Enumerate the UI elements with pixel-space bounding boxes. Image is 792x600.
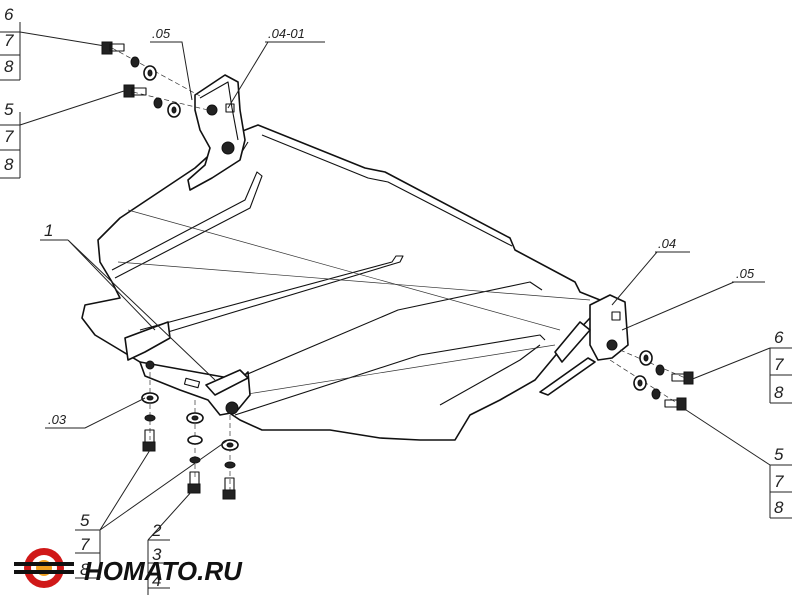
callout-bottom-mid-1: 2 (151, 521, 162, 540)
callout-right-b-3: 8 (774, 498, 784, 517)
callout-right-a-3: 8 (774, 383, 784, 402)
callout-right-b-1: 5 (774, 445, 784, 464)
callout-guard-1: 1 (44, 221, 53, 240)
callout-right-b-2: 7 (774, 472, 784, 491)
callout-top-left-a-2: 7 (4, 31, 14, 50)
callout-top-left-a-1: 6 (4, 5, 14, 24)
callout-top-left-b-3: 8 (4, 155, 14, 174)
callout-bracket-left-04-01: .04-01 (268, 26, 305, 41)
callout-bottom-mid-3: 4 (152, 571, 161, 590)
callout-top-left-b-1: 5 (4, 100, 14, 119)
right-bracket (539, 294, 629, 396)
callout-bottom-left-2: 7 (80, 535, 90, 554)
callout-top-left-a-3: 8 (4, 57, 14, 76)
callout-bracket-right-05: .05 (736, 266, 755, 281)
callout-bracket-left-05: .05 (152, 26, 171, 41)
callout-bottom-left-1: 5 (80, 511, 90, 530)
callout-right-a-1: 6 (774, 328, 784, 347)
top-left-fasteners (101, 41, 209, 118)
callout-labels: 6 7 8 5 7 8 .05 .04-01 1 .03 .04 .05 6 7… (4, 5, 784, 590)
front-mount-plate (124, 321, 251, 416)
callout-bottom-mid-2: 3 (152, 545, 162, 564)
callout-bottom-left-3: 8 (80, 560, 90, 579)
bottom-fasteners (141, 372, 239, 500)
leader-lines (0, 22, 792, 595)
skid-plate (81, 124, 606, 441)
callout-bracket-right-04: .04 (658, 236, 676, 251)
callout-right-a-2: 7 (774, 355, 784, 374)
callout-plate-03: .03 (48, 412, 67, 427)
homato-logo: HOMATO.RU (14, 548, 243, 588)
right-fasteners (609, 349, 694, 411)
logo-text: HOMATO.RU (84, 556, 243, 586)
callout-top-left-b-2: 7 (4, 127, 14, 146)
